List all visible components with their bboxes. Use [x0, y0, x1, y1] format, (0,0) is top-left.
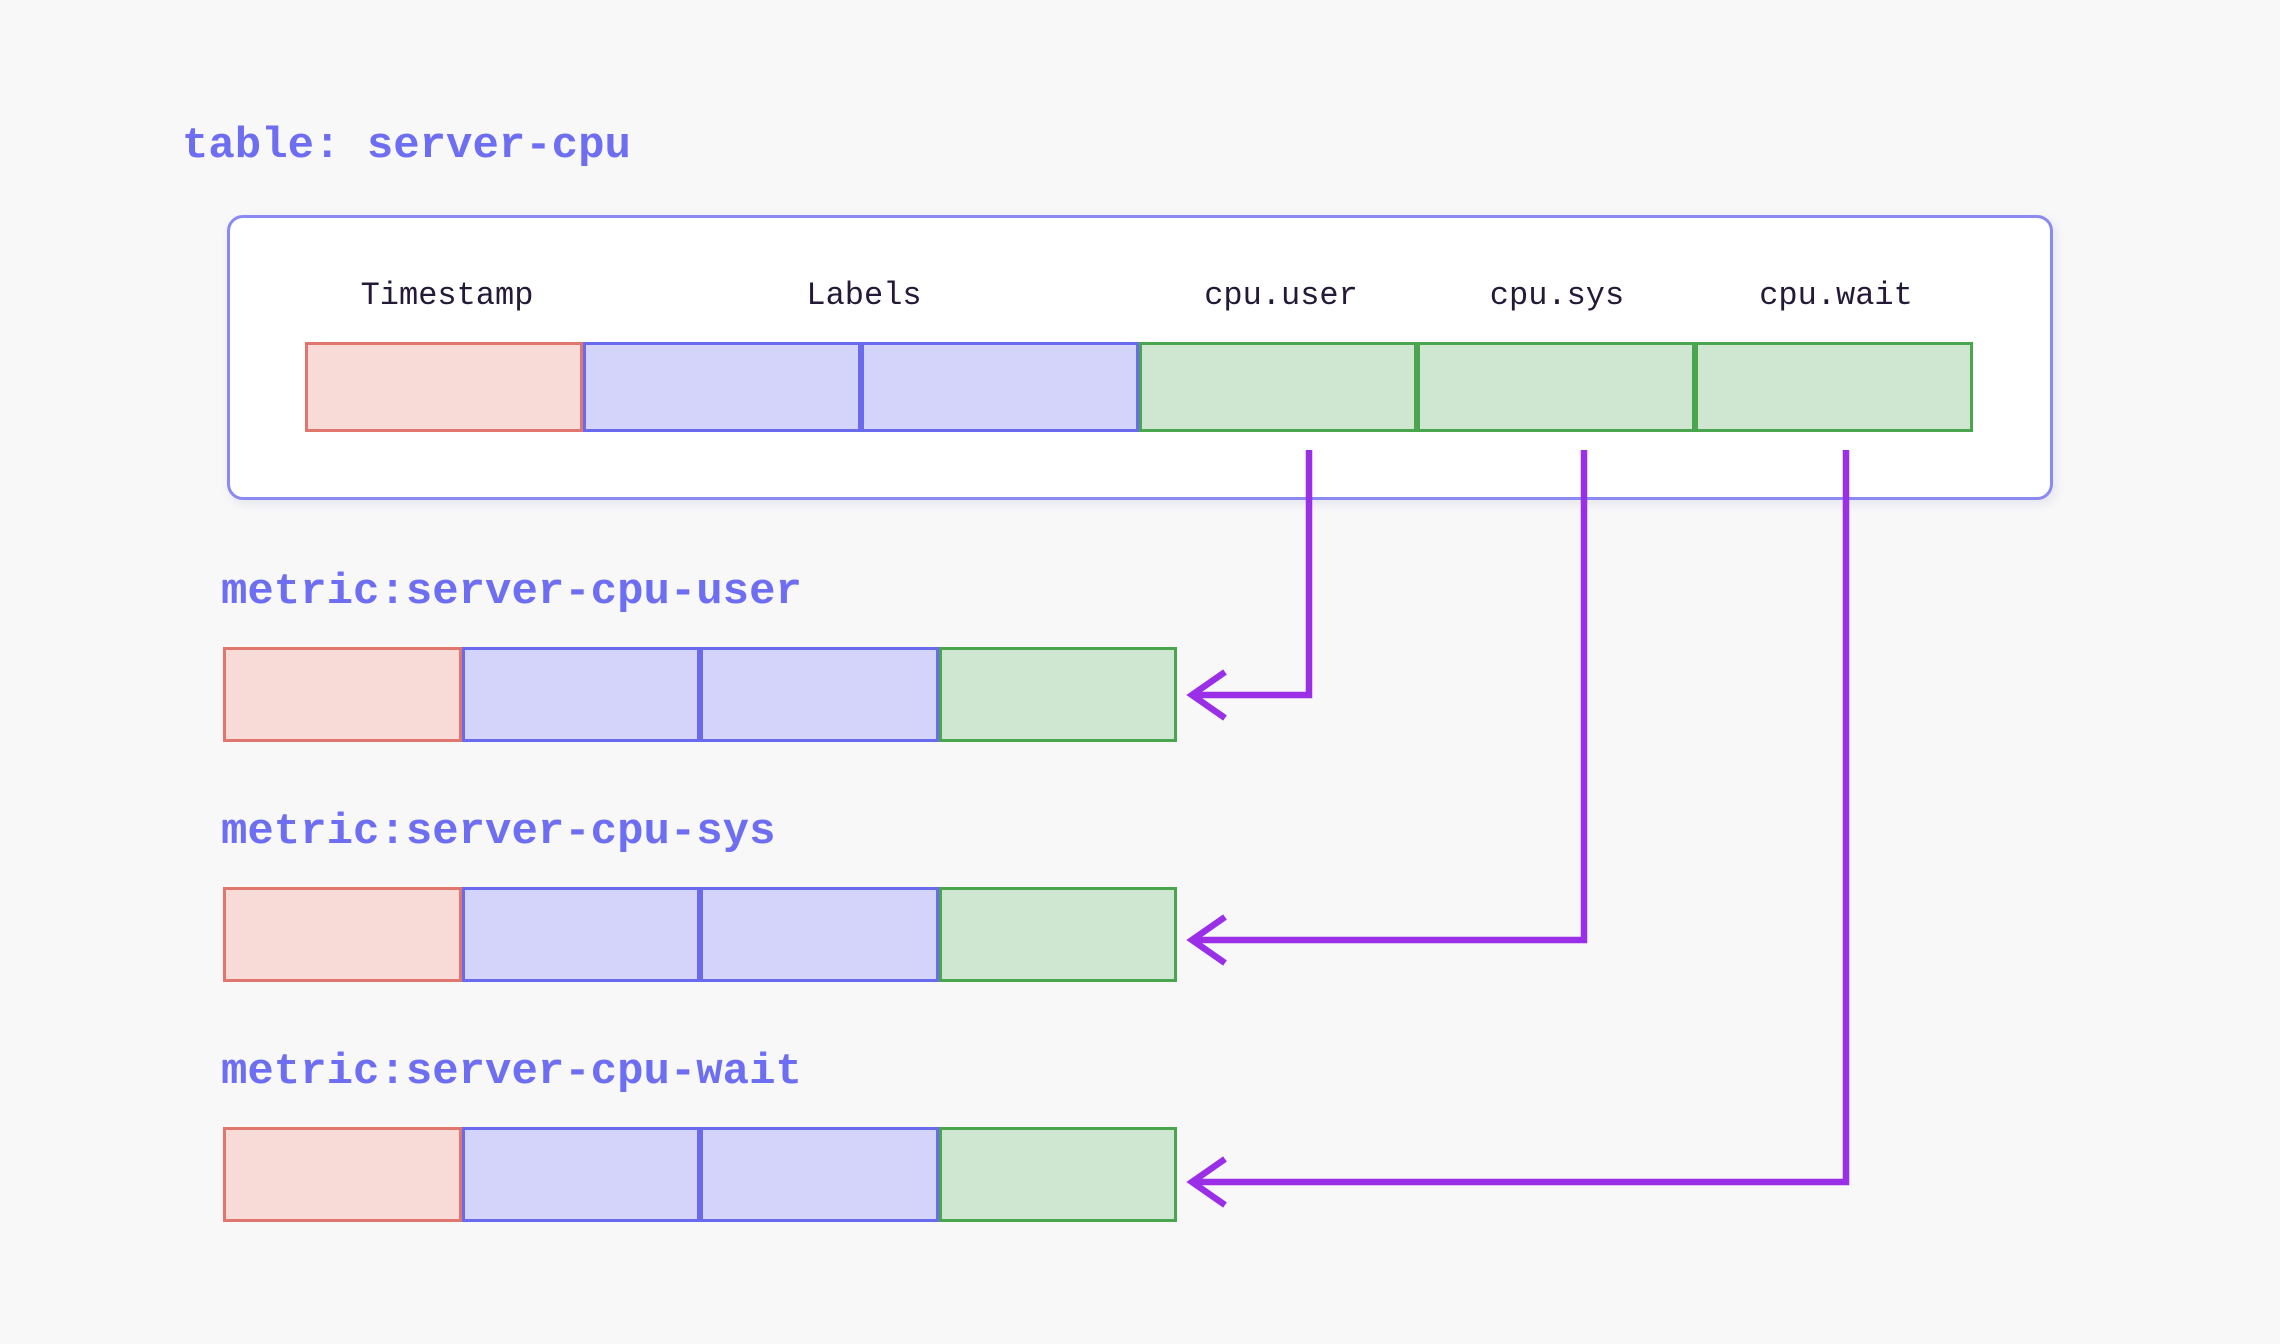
metric-row-sys	[223, 887, 1177, 982]
metric-row-user	[223, 647, 1177, 742]
value-cell-cpu-sys	[1417, 342, 1695, 432]
metric-row-wait	[223, 1127, 1177, 1222]
table-title: table: server-cpu	[182, 121, 631, 171]
arrow-cpu-wait	[1186, 450, 1850, 1208]
arrowhead-icon	[1186, 1156, 1227, 1208]
timestamp-cell	[223, 647, 462, 742]
labels-cell	[583, 342, 861, 432]
labels-cell	[700, 887, 939, 982]
labels-cell	[461, 887, 700, 982]
timestamp-cell	[223, 887, 462, 982]
labels-cell	[700, 647, 939, 742]
labels-cell	[461, 647, 700, 742]
value-cell	[938, 887, 1177, 982]
column-header-labels: Labels	[806, 277, 922, 314]
column-header-timestamp: Timestamp	[360, 277, 534, 314]
timestamp-cell	[223, 1127, 462, 1222]
arrowhead-icon	[1186, 914, 1227, 966]
table-box: Timestamp Labels cpu.user cpu.sys cpu.wa…	[227, 215, 2053, 500]
value-cell-cpu-wait	[1695, 342, 1973, 432]
labels-cell	[700, 1127, 939, 1222]
value-cell-cpu-user	[1139, 342, 1417, 432]
timestamp-cell	[305, 342, 583, 432]
labels-cell	[461, 1127, 700, 1222]
value-cell	[938, 1127, 1177, 1222]
metric-title-sys: metric:server-cpu-sys	[221, 807, 776, 857]
arrow-cpu-sys	[1186, 450, 1588, 966]
metric-title-wait: metric:server-cpu-wait	[221, 1047, 802, 1097]
arrowhead-icon	[1186, 669, 1227, 721]
labels-cell	[861, 342, 1139, 432]
column-header-cpu-sys: cpu.sys	[1489, 277, 1625, 314]
value-cell	[938, 647, 1177, 742]
metric-title-user: metric:server-cpu-user	[221, 567, 802, 617]
table-row	[305, 342, 1973, 432]
column-header-cpu-user: cpu.user	[1204, 277, 1358, 314]
column-header-cpu-wait: cpu.wait	[1759, 277, 1913, 314]
